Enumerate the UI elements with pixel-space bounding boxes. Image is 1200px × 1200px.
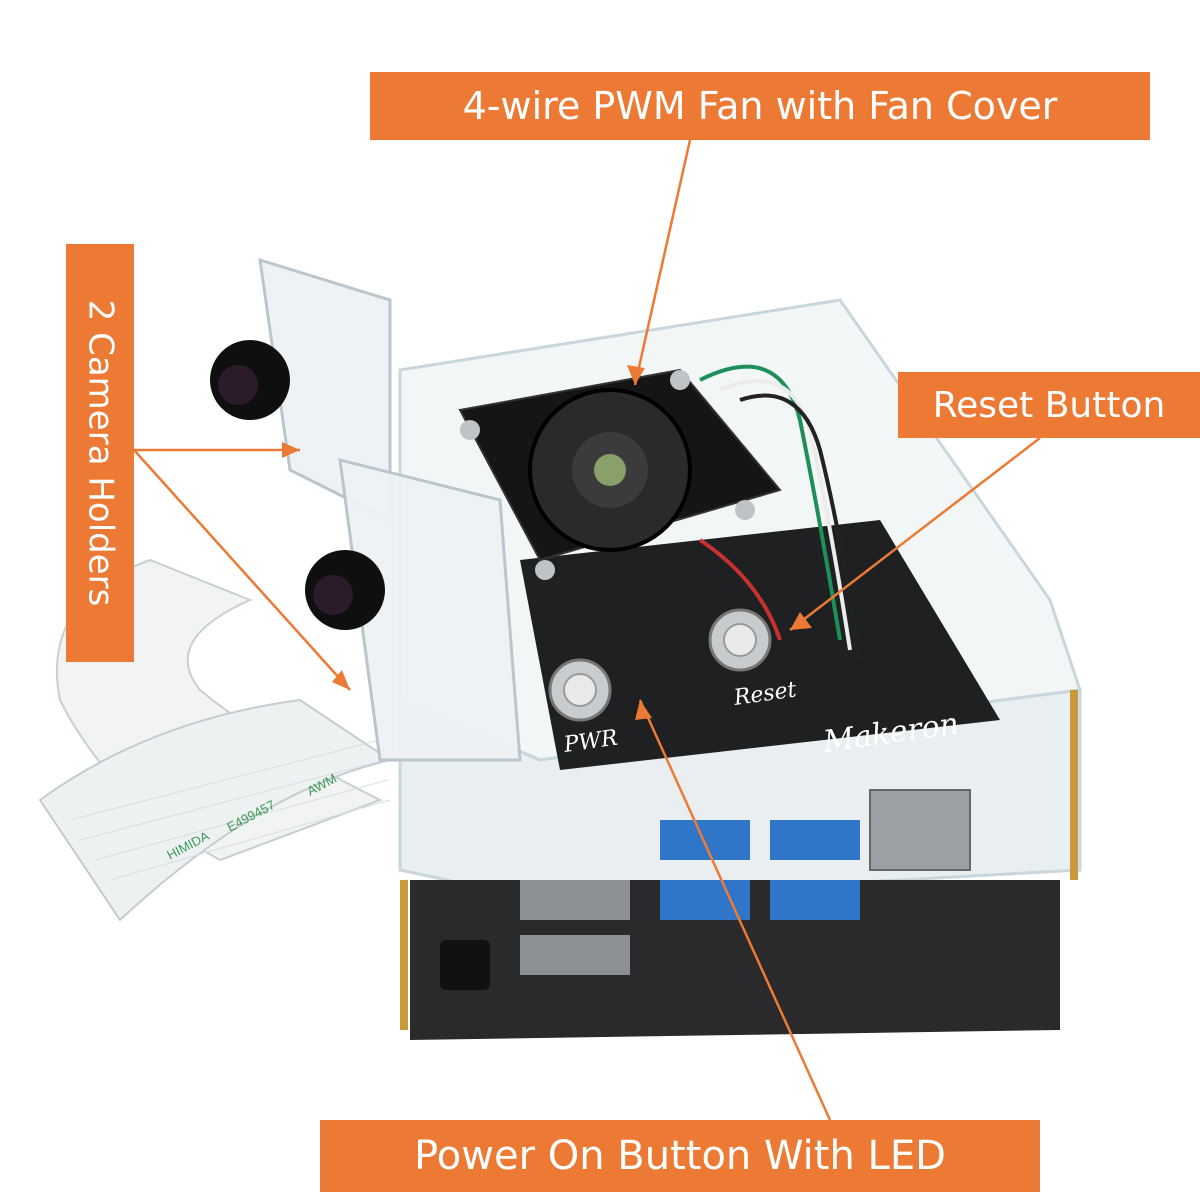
hdmi-port [520,935,630,975]
callout-fan-text: 4-wire PWM Fan with Fan Cover [462,84,1058,128]
usb-port [770,880,860,920]
io-ports [440,789,971,990]
hdmi-port [520,880,630,920]
usb-port [660,880,750,920]
callout-camera-holders: 2 Camera Holders [66,244,134,662]
dc-jack [440,940,490,990]
callout-reset-text: Reset Button [932,384,1166,426]
callout-arrowheads [282,365,812,720]
camera-ribbon-cable: HIMIDA E499457 AWM [38,558,393,922]
fan-assembly [458,368,782,580]
wires [698,364,862,661]
camera-holder [305,458,522,762]
corner-standoff [400,880,408,1030]
callout-camera-text: 2 Camera Holders [80,299,120,607]
callout-power-button: Power On Button With LED [320,1120,1040,1192]
reset-button [708,608,772,672]
callout-leaders [133,139,1041,1121]
callout-fan: 4-wire PWM Fan with Fan Cover [370,72,1150,140]
corner-standoff [1070,690,1078,880]
usb-port [770,820,860,860]
callout-reset-button: Reset Button [898,372,1200,438]
power-button [548,658,612,722]
usb-port [660,820,750,860]
callout-power-text: Power On Button With LED [414,1133,946,1179]
ethernet-port [869,789,971,871]
